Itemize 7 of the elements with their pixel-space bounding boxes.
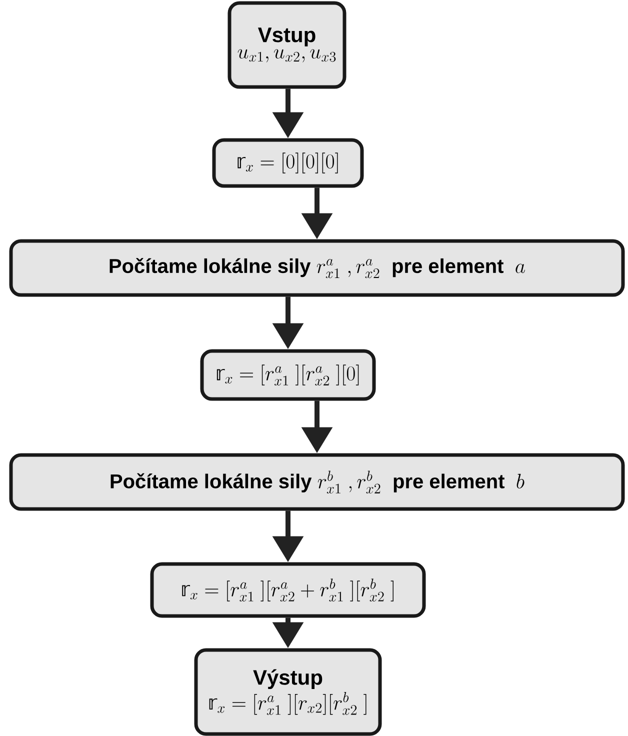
process-box: Vstup $u_{x1}, u_{x2}, u_{x3}$ bbox=[228, 1, 346, 89]
process-box: $\textsf{𝕣}_x = [0][0][0]$ bbox=[212, 138, 364, 188]
process-box: $\textbf{Počítame lokálne sily } r^b_{x1}\ , r^b_{x2}\ \textbf{ pre element }\ b$ bbox=[9, 453, 625, 511]
process-box: $\textsf{𝕣}_x = [r^a_{x1}\ ][r^a_{x2}\ ][0]$ bbox=[200, 349, 376, 401]
process-box: Výstup $\textsf{𝕣}_x = [r^a_{x1}\ ][r_{x2}][r^b_{x2}\ ]$ bbox=[194, 648, 382, 736]
process-box: $\textsf{𝕣}_x = [r^a_{x1}\ ][r^a_{x2} + r^b_{x1}\ ][r^b_{x2}\ ]$ bbox=[150, 562, 426, 618]
process-box: $\textbf{Počítame lokálne sily } r^a_{x1}\ , r^a_{x2}\ \textbf{ pre element }\ a$ bbox=[9, 239, 625, 297]
